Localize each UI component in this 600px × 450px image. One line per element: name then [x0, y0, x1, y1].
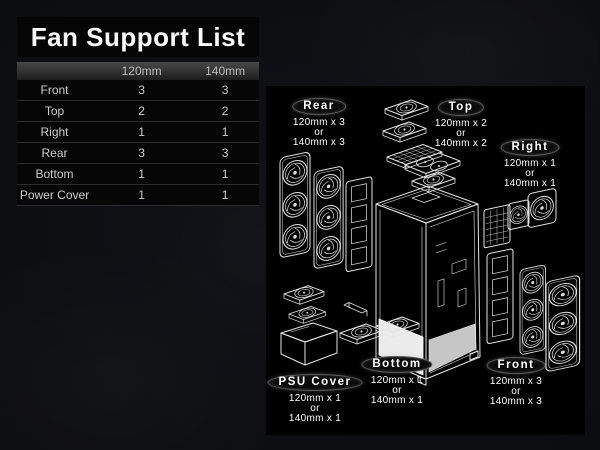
- right-badge: Right: [500, 139, 560, 156]
- top-badge: Top: [437, 99, 485, 116]
- diagram-label-bottom: Bottom 120mm x 1 or 140mm x 1: [361, 354, 433, 406]
- case-diagram-panel: Rear 120mm x 3 or 140mm x 3 Top 120mm x …: [266, 86, 585, 435]
- row-label: Top: [44, 104, 65, 118]
- row-140mm-value: 3: [221, 83, 229, 97]
- front-badge: Front: [486, 357, 546, 374]
- spec-120: 120mm x 1: [503, 158, 557, 169]
- spec-or: or: [525, 168, 535, 179]
- spec-or: or: [310, 403, 320, 414]
- row-140mm-value: 3: [221, 146, 229, 160]
- row-label: Rear: [41, 146, 68, 160]
- case-floor: [428, 323, 477, 373]
- spec-120: 120mm x 3: [489, 376, 543, 387]
- table-header-row: 120mm 140mm: [17, 62, 259, 80]
- page-title: Fan Support List: [17, 17, 259, 57]
- front-fan-group: [486, 247, 580, 372]
- row-120mm-value: 2: [138, 104, 145, 118]
- row-label: Right: [40, 125, 69, 139]
- spec-140: 140mm x 1: [370, 395, 424, 406]
- psu-cover-badge: PSU Cover: [267, 374, 363, 391]
- diagram-label-right: Right 120mm x 1 or 140mm x 1: [500, 137, 560, 189]
- diagram-label-rear: Rear 120mm x 3 or 140mm x 3: [292, 96, 346, 148]
- spec-140: 140mm x 3: [489, 396, 543, 407]
- spec-120: 120mm x 1: [370, 375, 424, 386]
- spec-140: 140mm x 1: [503, 178, 557, 189]
- fan-support-table: 120mm 140mm Front 3 3 Top 2 2 Right 1 1 …: [17, 62, 259, 206]
- row-140mm-value: 1: [221, 188, 229, 202]
- spec-or: or: [511, 386, 521, 397]
- table-row-front: Front 3 3: [17, 80, 259, 101]
- row-label: Power Cover: [19, 188, 90, 202]
- spec-or: or: [314, 127, 324, 138]
- header-120mm-column: 120mm: [121, 64, 162, 78]
- spec-120: 120mm x 2: [434, 118, 488, 129]
- row-120mm-value: 3: [138, 146, 145, 160]
- right-fan-group: [483, 188, 557, 249]
- table-row-rear: Rear 3 3: [17, 143, 259, 164]
- spec-140: 140mm x 3: [292, 137, 346, 148]
- spec-120: 120mm x 1: [288, 393, 342, 404]
- row-120mm-value: 1: [138, 167, 145, 181]
- table-row-right: Right 1 1: [17, 122, 259, 143]
- diagram-label-psu-cover: PSU Cover 120mm x 1 or 140mm x 1: [267, 372, 363, 424]
- row-140mm-value: 1: [221, 125, 229, 139]
- diagram-label-front: Front 120mm x 3 or 140mm x 3: [486, 355, 546, 407]
- diagram-label-top: Top 120mm x 2 or 140mm x 2: [435, 97, 487, 149]
- bottom-badge: Bottom: [361, 356, 433, 373]
- row-140mm-value: 2: [221, 104, 229, 118]
- spec-140: 140mm x 2: [434, 138, 488, 149]
- row-120mm-value: 1: [138, 125, 145, 139]
- rear-badge: Rear: [292, 98, 346, 115]
- table-row-power-cover: Power Cover 1 1: [17, 185, 259, 206]
- header-140mm-column: 140mm: [205, 64, 246, 78]
- spec-140: 140mm x 1: [288, 413, 342, 424]
- row-label: Front: [40, 83, 69, 97]
- case-front-foot: [343, 302, 368, 317]
- row-label: Bottom: [35, 167, 74, 181]
- rear-fan-group: [280, 152, 373, 273]
- row-120mm-value: 3: [138, 83, 145, 97]
- psu-cover-group: [280, 285, 338, 366]
- row-120mm-value: 1: [138, 188, 145, 202]
- table-row-top: Top 2 2: [17, 101, 259, 122]
- row-140mm-value: 1: [221, 167, 229, 181]
- table-row-bottom: Bottom 1 1: [17, 164, 259, 185]
- spec-120: 120mm x 3: [292, 117, 346, 128]
- spec-or: or: [392, 385, 402, 396]
- spec-or: or: [456, 128, 466, 139]
